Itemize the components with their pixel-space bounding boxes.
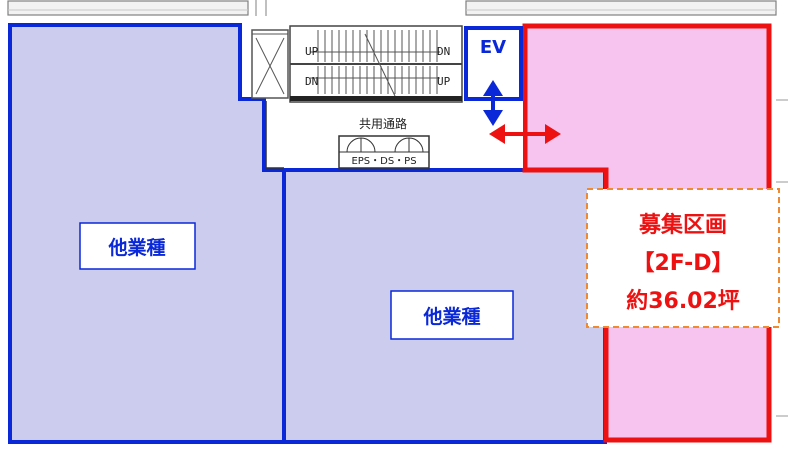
top-wall-strip — [7, 0, 777, 16]
recruit-area-title: 募集区画 — [638, 212, 727, 238]
elevator-label: EV — [480, 37, 506, 58]
stairs-up-bottom-label: UP — [437, 75, 451, 88]
left-tenant-label: 他業種 — [107, 236, 165, 259]
storage-room — [251, 29, 289, 99]
shaft-box: EPS・DS・PS — [338, 135, 430, 169]
right-edge-marks — [776, 99, 788, 417]
left-tenant-label-box: 他業種 — [79, 222, 196, 270]
recruit-area-size: 約36.02坪 — [626, 288, 740, 314]
stairs-dn-top-label: DN — [437, 45, 450, 58]
shaft-label: EPS・DS・PS — [351, 156, 416, 167]
center-tenant-label: 他業種 — [422, 305, 480, 328]
vertical-access-arrow — [483, 80, 503, 126]
center-tenant-label-box: 他業種 — [390, 290, 514, 340]
stairs-up-top-label: UP — [305, 45, 319, 58]
recruit-area-label-box: 募集区画 【2F-D】 約36.02坪 — [586, 188, 780, 328]
stairs-dn-bottom-label: DN — [305, 75, 318, 88]
staircase: UP DN DN UP — [289, 25, 463, 103]
recruit-area-code: 【2F-D】 — [632, 251, 733, 276]
corridor-label: 共用通路 — [359, 116, 407, 131]
horizontal-access-arrow — [489, 124, 561, 144]
